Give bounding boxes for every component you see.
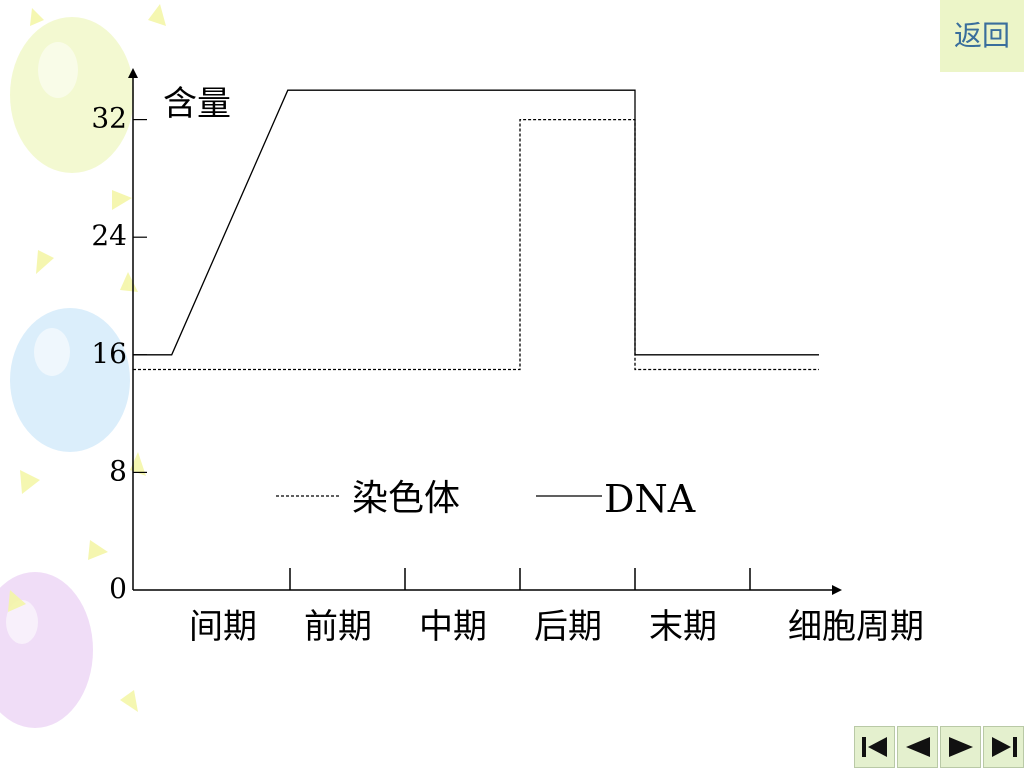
x-category-label: 间期 bbox=[189, 607, 257, 647]
balloon-blue-icon bbox=[10, 308, 130, 452]
return-button[interactable]: 返回 bbox=[940, 0, 1024, 72]
chart-series-layer bbox=[133, 89, 819, 371]
previous-slide-button[interactable] bbox=[897, 726, 938, 768]
balloon-purple-icon bbox=[0, 572, 93, 728]
y-tick-label: 8 bbox=[109, 454, 127, 487]
x-category-label: 中期 bbox=[419, 607, 487, 647]
balloon-yellow-icon bbox=[10, 17, 134, 173]
x-axis-arrow bbox=[832, 585, 842, 595]
y-axis-arrow bbox=[128, 68, 138, 78]
y-tick-label: 0 bbox=[109, 572, 127, 605]
previous-slide-icon bbox=[905, 737, 930, 757]
y-tick-label: 16 bbox=[91, 337, 127, 370]
dna-series-line bbox=[133, 89, 819, 356]
y-tick-label: 32 bbox=[91, 102, 127, 135]
legend-chromosome-label: 染色体 bbox=[352, 478, 460, 519]
y-tick-label: 24 bbox=[91, 219, 127, 252]
first-slide-button[interactable] bbox=[854, 726, 895, 768]
legend-dna-label: DNA bbox=[604, 477, 696, 521]
slide-navigation bbox=[854, 726, 1024, 768]
x-axis-label: 细胞周期 bbox=[788, 607, 924, 647]
confetti-decoration bbox=[8, 4, 166, 712]
chart-labels-layer: 0 8 16 24 32 间期 前期 中期 后期 末期 细胞周期 含量 bbox=[91, 84, 924, 647]
x-category-label: 末期 bbox=[649, 607, 717, 647]
next-slide-icon bbox=[948, 737, 973, 757]
chart-axes bbox=[128, 68, 842, 595]
next-slide-button[interactable] bbox=[940, 726, 981, 768]
chart-legend: 染色体 DNA bbox=[276, 477, 696, 521]
y-axis-label: 含量 bbox=[163, 84, 231, 124]
chromosome-series-line bbox=[133, 118, 819, 371]
last-slide-icon bbox=[991, 737, 1017, 757]
x-category-label: 前期 bbox=[304, 607, 372, 647]
first-slide-icon bbox=[861, 737, 887, 757]
last-slide-button[interactable] bbox=[983, 726, 1024, 768]
x-category-label: 后期 bbox=[534, 607, 602, 647]
